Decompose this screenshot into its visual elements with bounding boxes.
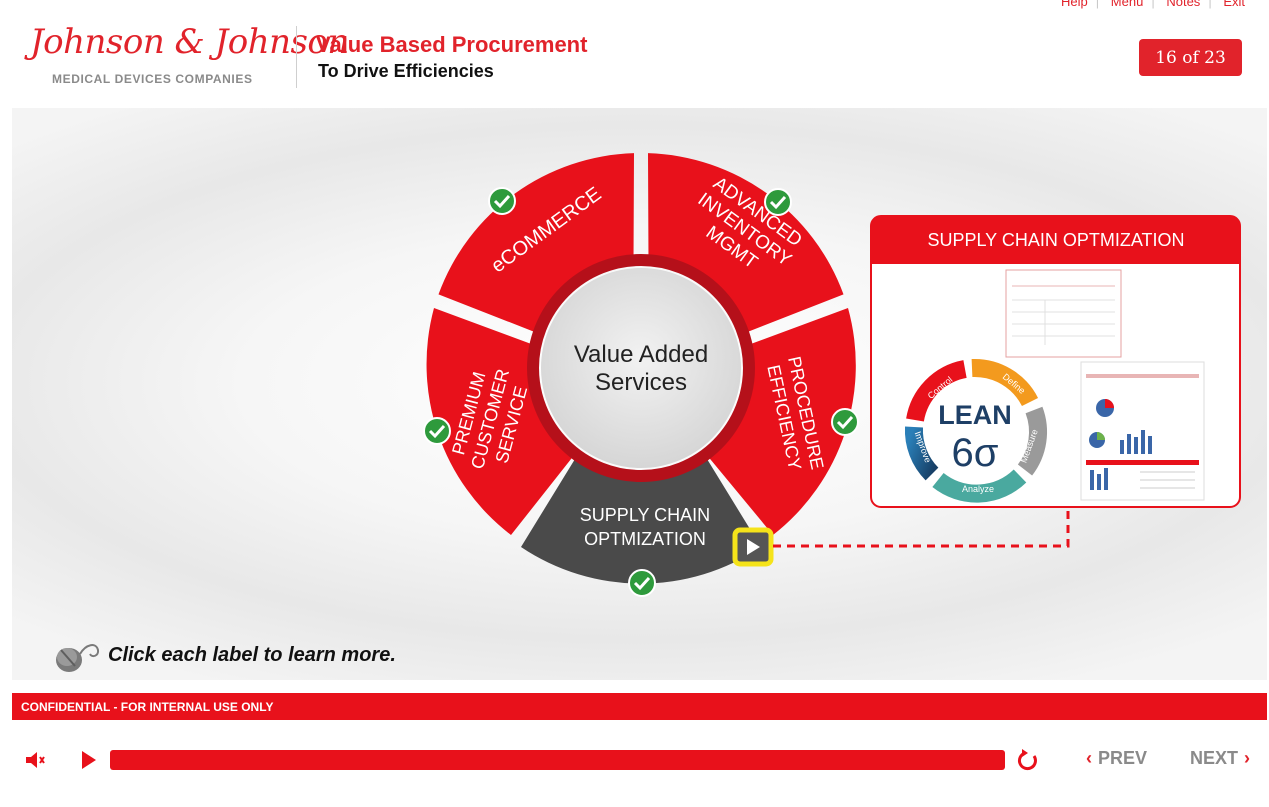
help-link[interactable]: Help [1061, 0, 1088, 9]
wheel-center [541, 268, 741, 468]
wheel-inner-ring [527, 254, 755, 482]
confidential-text: CONFIDENTIAL - FOR INTERNAL USE ONLY [21, 699, 274, 714]
wheel-segment-ecommerce[interactable]: eCOMMERCE [438, 153, 635, 334]
wheel-segment-inventory[interactable]: ADVANCED INVENTORY MGMT [648, 153, 844, 334]
header-divider [296, 26, 297, 88]
checkmark-icon [488, 187, 516, 215]
segment-label-line: OPTMIZATION [584, 529, 706, 549]
next-label: NEXT [1190, 748, 1239, 768]
page-counter: 16 of 23 [1139, 39, 1242, 76]
lean-word: LEAN [938, 400, 1012, 430]
document-thumbnail [1005, 269, 1122, 358]
page-subtitle: To Drive Efficiencies [318, 61, 494, 81]
report-thumbnail [1080, 361, 1205, 501]
play-icon[interactable] [77, 748, 101, 772]
nav-separator: | [1208, 0, 1212, 9]
center-label-line: Value Added [574, 341, 708, 368]
checkmark-icon [423, 417, 451, 445]
callout-marker[interactable] [732, 527, 774, 567]
page-title: Value Based Procurement [316, 32, 588, 57]
company-logo-subtitle: MEDICAL DEVICES COMPANIES [52, 72, 253, 86]
panel-title: SUPPLY CHAIN OPTMIZATION [927, 230, 1184, 250]
wheel-segment-supply-chain[interactable]: SUPPLY CHAIN OPTMIZATION [521, 459, 761, 584]
chevron-left-icon: ‹ [1086, 748, 1092, 768]
callout-connector [773, 508, 1070, 548]
menu-link[interactable]: Menu [1110, 0, 1144, 9]
segment-label-line: SUPPLY CHAIN [580, 505, 710, 525]
checkmark-icon [764, 188, 792, 216]
notes-link[interactable]: Notes [1166, 0, 1201, 9]
prev-button[interactable]: ‹ PREV [1086, 748, 1147, 769]
lean-six-sigma-graphic: LEAN 6σ Control Define Measure Analyze I… [904, 358, 1047, 503]
info-panel: SUPPLY CHAIN OPTMIZATION [870, 215, 1241, 508]
confidential-banner: CONFIDENTIAL - FOR INTERNAL USE ONLY [12, 693, 1267, 720]
top-nav: Help | Menu | Notes | Exit [1057, 0, 1249, 9]
cycle-label: Analyze [962, 484, 994, 494]
sigma-symbol: 6σ [952, 431, 999, 475]
wheel-segment-procedure[interactable]: PROCEDURE EFFICIENCY [706, 308, 856, 535]
progress-bar[interactable] [110, 750, 1005, 770]
chevron-right-icon: › [1244, 748, 1251, 768]
nav-separator: | [1151, 0, 1155, 9]
checkmark-icon [831, 408, 859, 436]
wheel-segment-premium[interactable]: PREMIUM CUSTOMER SERVICE [426, 308, 575, 535]
prev-label: PREV [1098, 748, 1148, 768]
replay-icon[interactable] [1016, 748, 1040, 772]
nav-separator: | [1095, 0, 1100, 9]
instruction-text: Click each label to learn more. [108, 644, 396, 666]
checkmark-icon [628, 569, 656, 597]
center-label-line: Services [595, 369, 687, 396]
exit-link[interactable]: Exit [1223, 0, 1245, 9]
mouse-icon [56, 644, 100, 672]
volume-icon[interactable] [24, 748, 48, 772]
next-button[interactable]: NEXT › [1190, 748, 1250, 769]
